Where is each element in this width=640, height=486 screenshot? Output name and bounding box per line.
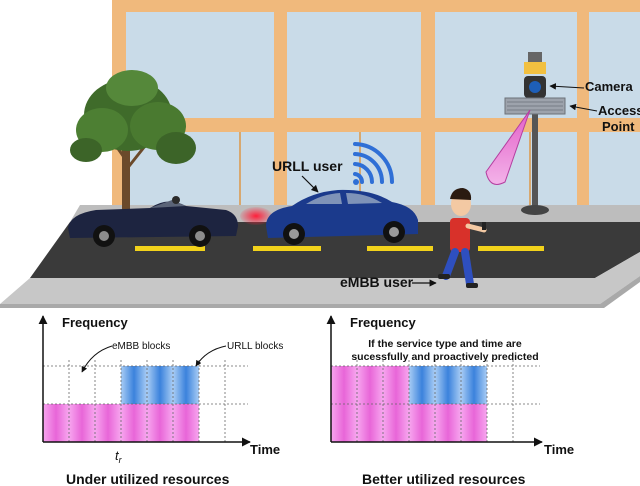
embb-block bbox=[331, 404, 357, 442]
embb-block bbox=[69, 404, 95, 442]
y-axis-label: Frequency bbox=[62, 315, 129, 330]
lane-marking bbox=[135, 246, 205, 251]
urll-block bbox=[147, 366, 173, 404]
embb-block bbox=[121, 404, 147, 442]
urll-block bbox=[121, 366, 147, 404]
embb-block bbox=[461, 404, 487, 442]
y-axis-label: Frequency bbox=[350, 315, 417, 330]
urll-car bbox=[266, 189, 418, 245]
prediction-annotation-line2: sucessfully and proactively predicted bbox=[351, 351, 538, 363]
wireless-signal-icon bbox=[353, 142, 394, 185]
right-caption: Better utilized resources bbox=[362, 471, 526, 486]
embb-block bbox=[357, 404, 383, 442]
urll-block bbox=[173, 366, 199, 404]
embb-block bbox=[331, 366, 357, 404]
urll-callout: URLL blocks bbox=[227, 341, 283, 352]
tree bbox=[70, 70, 196, 210]
front-sidewalk bbox=[0, 252, 640, 304]
urll-block bbox=[461, 366, 487, 404]
x-axis-label: Time bbox=[250, 442, 280, 457]
lane-marking bbox=[253, 246, 321, 251]
embb-block bbox=[173, 404, 199, 442]
building-window bbox=[589, 132, 640, 212]
urll-block bbox=[435, 366, 461, 404]
embb-block bbox=[383, 366, 409, 404]
embb-user-label: eMBB user bbox=[340, 274, 414, 290]
antenna-beam bbox=[485, 109, 531, 185]
embb-block bbox=[357, 366, 383, 404]
urll-block bbox=[409, 366, 435, 404]
embb-callout: eMBB blocks bbox=[112, 341, 170, 352]
time-tick-label: tr bbox=[115, 448, 123, 465]
embb-block bbox=[409, 404, 435, 442]
right-resource-grid: Frequency Time If the service type and t… bbox=[326, 315, 574, 486]
embb-block bbox=[147, 404, 173, 442]
camera-label: Camera bbox=[585, 79, 633, 94]
lane-marking bbox=[478, 246, 544, 251]
prediction-annotation: If the service type and time are bbox=[368, 338, 522, 350]
access-point-label: Access bbox=[598, 103, 640, 118]
left-resource-grid: Frequency Time eMBB blocks URLL blocks t… bbox=[38, 315, 283, 486]
x-axis-label: Time bbox=[544, 442, 574, 457]
street-scene: URLL user eMBB user Camera Access Point bbox=[0, 0, 640, 308]
access-point-pole bbox=[504, 52, 566, 215]
urll-user-label: URLL user bbox=[272, 158, 343, 174]
access-point-label-line2: Point bbox=[602, 119, 635, 134]
radar-signal bbox=[240, 207, 272, 225]
pedestrian-embb-user bbox=[438, 188, 487, 288]
convertible-car bbox=[68, 196, 238, 247]
embb-block bbox=[435, 404, 461, 442]
lane-marking bbox=[367, 246, 433, 251]
embb-block bbox=[383, 404, 409, 442]
embb-block bbox=[95, 404, 121, 442]
building-window bbox=[589, 12, 640, 118]
embb-block bbox=[43, 404, 69, 442]
building-window bbox=[287, 12, 421, 118]
left-caption: Under utilized resources bbox=[66, 471, 230, 486]
